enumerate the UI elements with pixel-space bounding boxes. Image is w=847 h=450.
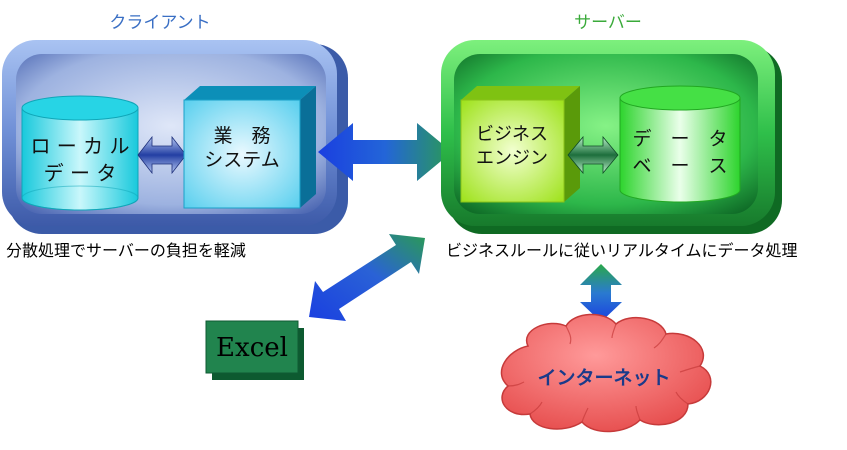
client-title: クライアント bbox=[109, 13, 210, 33]
excel-server-double-arrow bbox=[309, 234, 425, 321]
local-data-cylinder bbox=[21, 95, 139, 211]
business-engine-cube bbox=[460, 86, 580, 203]
business-engine-label-line2: エンジン bbox=[476, 148, 548, 169]
client-caption: 分散処理でサーバーの負担を軽減 bbox=[6, 241, 246, 260]
business-system-label-line2: システム bbox=[204, 149, 279, 171]
server-internet-double-arrow bbox=[580, 264, 622, 322]
local-data-label-line1: ロ ー カ ル bbox=[30, 134, 129, 158]
database-label-line1: デ ー タ bbox=[632, 128, 727, 150]
server-title: サーバー bbox=[574, 13, 642, 33]
business-engine-label-line1: ビジネス bbox=[476, 124, 548, 145]
business-system-cube bbox=[183, 86, 316, 209]
server-caption: ビジネスルールに従いリアルタイムにデータ処理 bbox=[446, 241, 798, 260]
database-label-line2: ベ ー ス bbox=[632, 155, 727, 177]
internet-label: インターネット bbox=[537, 367, 670, 389]
database-cylinder bbox=[619, 85, 741, 203]
server-internal-double-arrow bbox=[567, 135, 619, 175]
excel-box bbox=[205, 320, 304, 380]
excel-label: Excel bbox=[216, 333, 288, 363]
business-system-label-line1: 業 務 bbox=[213, 125, 270, 147]
local-data-label-line2: デ ー タ bbox=[44, 161, 117, 185]
internet-cloud bbox=[500, 313, 712, 433]
client-server-double-arrow bbox=[318, 123, 452, 181]
